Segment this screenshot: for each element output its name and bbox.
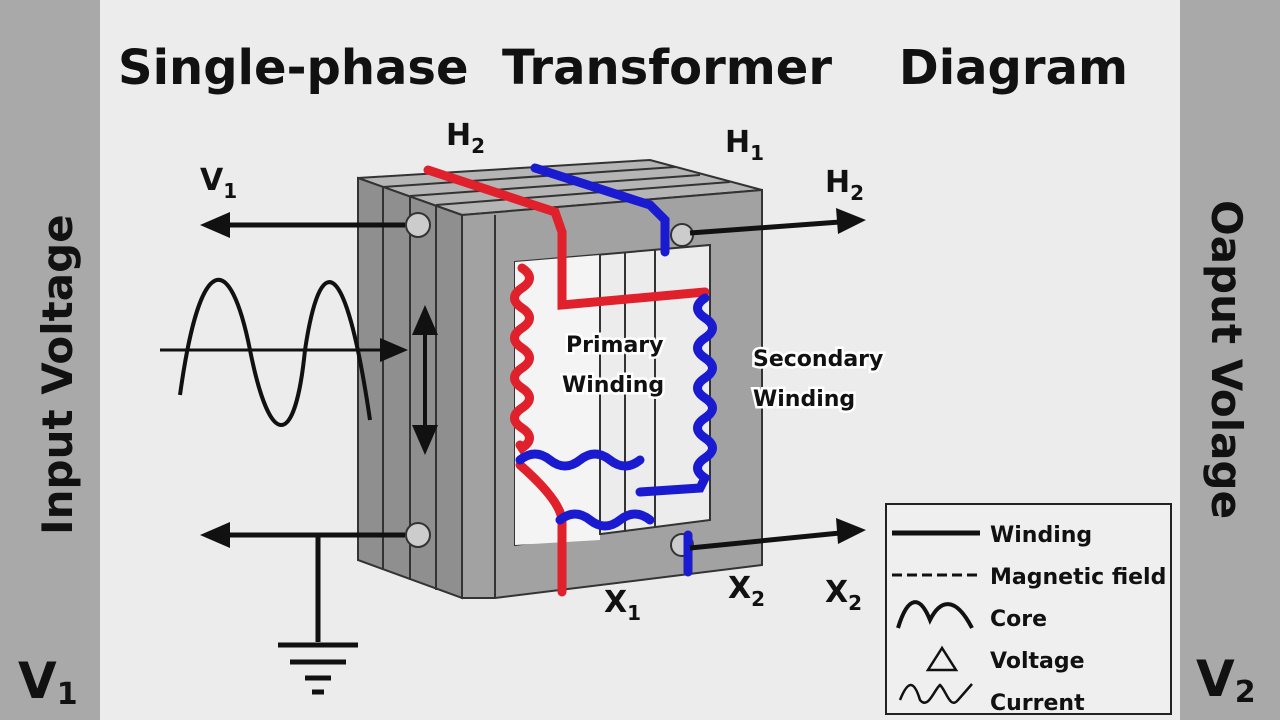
ground-icon	[278, 535, 358, 695]
secondary-winding	[515, 163, 717, 577]
left-side-panel	[0, 0, 100, 720]
x2-right-label: X2	[825, 575, 862, 615]
sine-wave-icon	[178, 277, 372, 427]
primary-winding-label: Primary	[566, 333, 663, 358]
svg-text:Voltage: Voltage	[990, 649, 1085, 674]
diagram-title: Single-phase Transformer Diagram	[118, 40, 1128, 96]
v1-label: V1	[200, 163, 237, 203]
secondary-winding-label-2: Winding	[753, 387, 855, 412]
primary-winding-label-2: Winding	[562, 373, 664, 398]
wave-icon	[896, 600, 974, 629]
h2-top-label: H2	[446, 118, 485, 158]
svg-text:Core: Core	[990, 607, 1047, 632]
input-voltage-label: Input Voltage	[33, 214, 82, 535]
secondary-winding-label: Secondary	[753, 347, 883, 372]
svg-text:Winding: Winding	[990, 523, 1092, 548]
transformer-core	[357, 158, 763, 600]
triangle-icon	[925, 645, 959, 672]
v2-side-symbol: V2	[1196, 650, 1256, 710]
x2-inner-label: X2	[728, 571, 765, 611]
arrows	[160, 208, 866, 551]
output-voltage-label: Oaput Volage	[1202, 200, 1251, 519]
v1-side-symbol: V1	[18, 652, 78, 712]
legend: Winding Magnetic field Core Voltage Curr…	[885, 503, 1172, 716]
thin-wave-icon	[898, 683, 973, 704]
h2-right-label: H2	[825, 165, 864, 205]
right-side-panel	[1180, 0, 1280, 720]
svg-text:Current: Current	[990, 691, 1085, 716]
svg-text:Magnetic field: Magnetic field	[990, 565, 1166, 590]
x1-label: X1	[604, 585, 641, 625]
h1-label: H1	[725, 125, 764, 165]
